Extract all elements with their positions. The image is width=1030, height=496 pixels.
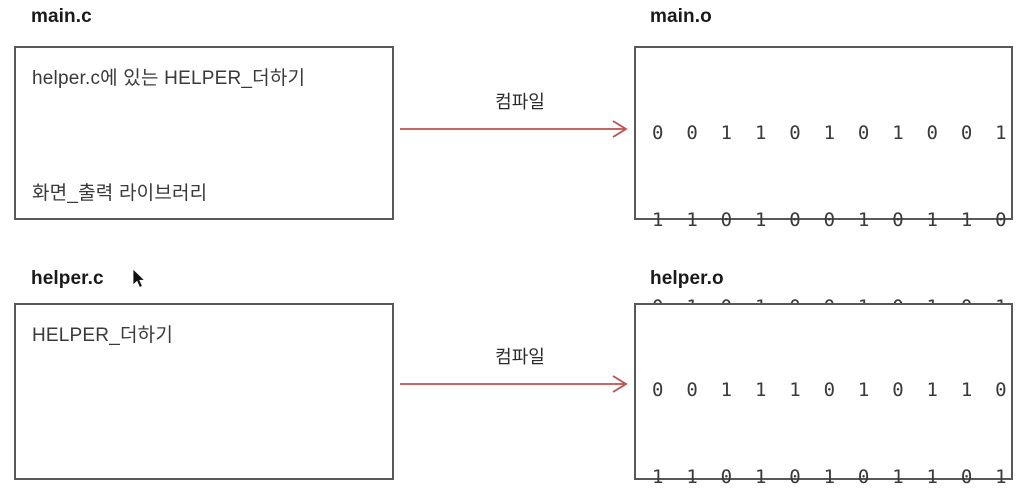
label-helper-c: helper.c — [31, 268, 104, 289]
source-line-main-c-2: 화면_출력 라이브러리 — [32, 183, 208, 204]
object-box-helper-o — [634, 303, 1013, 480]
mouse-pointer-icon — [132, 268, 147, 289]
binary-row: 0 0 1 1 1 0 1 0 1 1 0 — [652, 379, 1007, 401]
binary-row: 1 1 0 1 0 1 0 1 1 0 1 — [652, 466, 1007, 488]
arrow-compile-top: 컴파일 — [400, 88, 635, 148]
arrow-label-compile-top: 컴파일 — [495, 92, 545, 112]
binary-block-helper-o: 0 0 1 1 1 0 1 0 1 1 0 1 1 0 1 0 1 0 1 1 … — [652, 318, 1007, 496]
label-main-o: main.o — [650, 6, 712, 27]
binary-row: 0 0 1 1 0 1 0 1 0 0 1 — [652, 122, 1007, 144]
arrow-line-bottom — [400, 375, 628, 393]
arrow-label-compile-bottom: 컴파일 — [495, 347, 545, 367]
binary-row: 1 1 0 1 0 0 1 0 1 1 0 — [652, 209, 1007, 231]
source-line-main-c-1: helper.c에 있는 HELPER_더하기 — [32, 68, 306, 89]
label-helper-o: helper.o — [650, 268, 724, 289]
object-box-main-o — [634, 46, 1013, 220]
source-line-helper-c-1: HELPER_더하기 — [32, 325, 174, 346]
source-box-helper-c — [14, 303, 394, 480]
source-box-main-c — [14, 46, 394, 220]
label-main-c: main.c — [31, 6, 92, 27]
arrow-line-top — [400, 120, 628, 138]
arrow-compile-bottom: 컴파일 — [400, 343, 635, 403]
